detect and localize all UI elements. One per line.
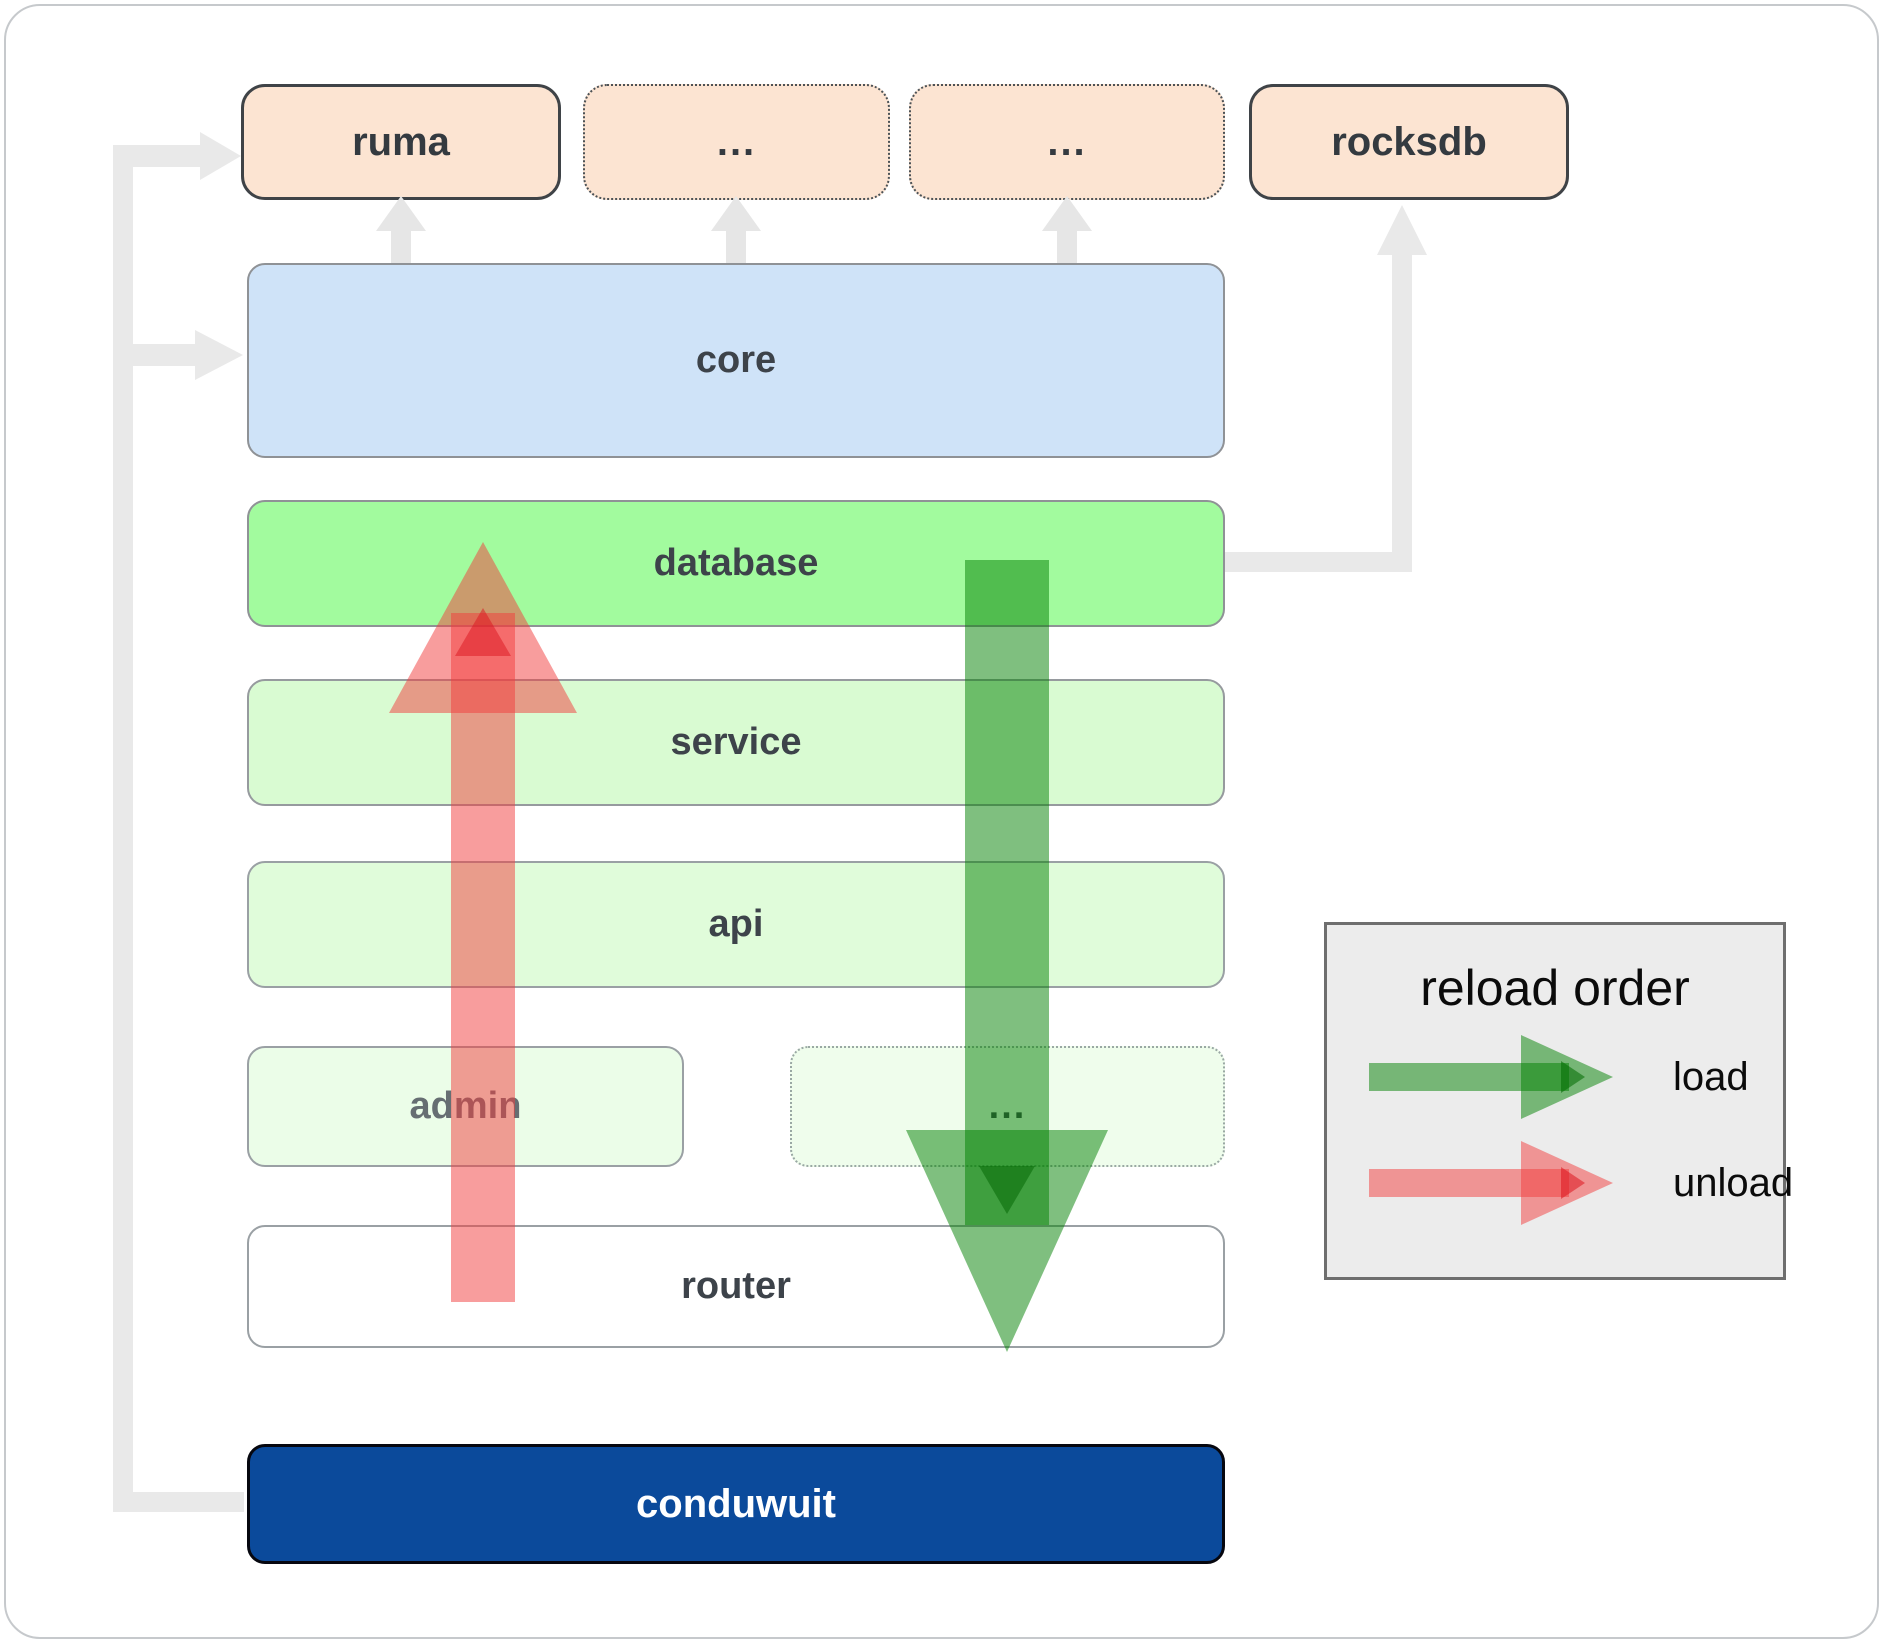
node-ellipsis-top-1-label: ... bbox=[716, 119, 757, 164]
layer-ellipsis-mid-label: ... bbox=[988, 1085, 1027, 1127]
layer-service-label: service bbox=[670, 721, 802, 763]
legend-row-unload: unload bbox=[1361, 1137, 1793, 1229]
layer-database-label: database bbox=[653, 542, 819, 584]
node-ellipsis-top-2: ... bbox=[909, 84, 1225, 200]
layer-admin-label: admin bbox=[409, 1085, 522, 1127]
node-rocksdb: rocksdb bbox=[1249, 84, 1569, 200]
legend-title: reload order bbox=[1420, 960, 1690, 1016]
layer-core: core bbox=[247, 263, 1225, 458]
node-ellipsis-top-1: ... bbox=[583, 84, 890, 200]
layer-ellipsis-mid: ... bbox=[790, 1046, 1225, 1167]
layer-router-label: router bbox=[681, 1265, 791, 1307]
legend-unload-label: unload bbox=[1673, 1160, 1794, 1205]
layer-database: database bbox=[247, 500, 1225, 627]
node-conduwuit: conduwuit bbox=[247, 1444, 1225, 1564]
node-conduwuit-label: conduwuit bbox=[636, 1481, 836, 1526]
layer-core-label: core bbox=[695, 339, 777, 381]
layer-service: service bbox=[247, 679, 1225, 806]
legend-load-label: load bbox=[1673, 1054, 1749, 1099]
node-ruma-label: ruma bbox=[352, 119, 450, 164]
layer-api-label: api bbox=[708, 903, 764, 945]
layer-router: router bbox=[247, 1225, 1225, 1348]
legend-reload-order: reload order load unload bbox=[1324, 922, 1793, 1280]
node-ruma: ruma bbox=[241, 84, 561, 200]
load-arrow-icon bbox=[1369, 1035, 1613, 1119]
legend-row-load: load bbox=[1361, 1031, 1783, 1123]
node-ellipsis-top-2-label: ... bbox=[1047, 119, 1087, 164]
outer-frame bbox=[4, 4, 1879, 1639]
layer-admin: admin bbox=[247, 1046, 684, 1167]
node-rocksdb-label: rocksdb bbox=[1331, 119, 1487, 164]
layer-api: api bbox=[247, 861, 1225, 988]
unload-arrow-icon bbox=[1369, 1141, 1613, 1225]
